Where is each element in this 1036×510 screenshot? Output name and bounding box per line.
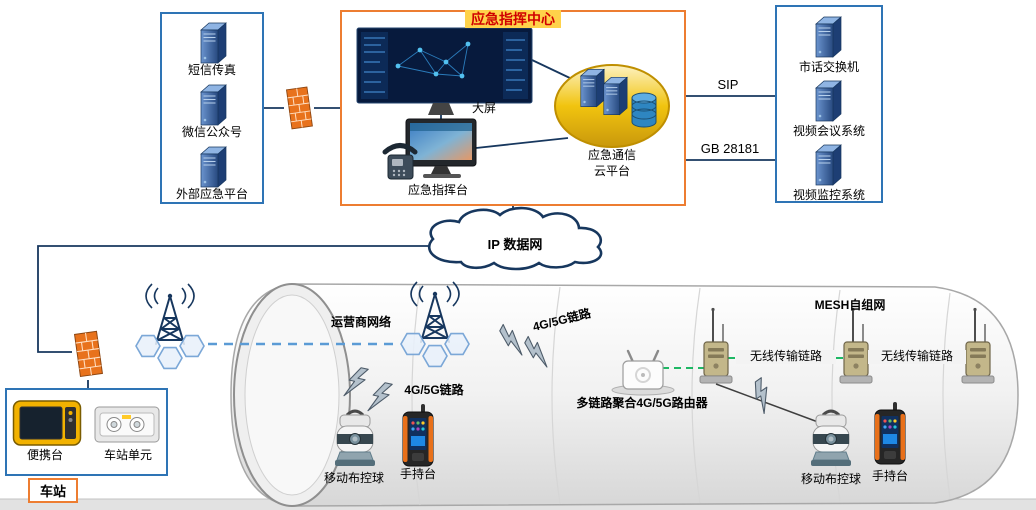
command-center-title-band: 应急指挥中心 [340,10,686,29]
cloud-platform [554,64,670,148]
firewall-icon-station [73,330,103,378]
station-tag: 车站 [28,478,79,503]
label-handheld-2: 手持台 [871,469,908,483]
label-big-screen: 大屏 [471,101,496,115]
ptz-camera-icon-1 [333,409,377,468]
mesh-to-camera-line [715,383,819,423]
label-video-surveillance: 视频监控系统 [792,188,865,202]
label-ptz-camera-1: 移动布控球 [323,471,384,485]
telephone-handset-icon [382,143,418,155]
handheld-radio-icon-2 [874,402,906,465]
ptz-camera-icon-2 [809,409,853,468]
label-ip-network: IP 数据网 [487,237,543,252]
label-ptz-camera-2: 移动布控球 [800,472,861,486]
cell-tower-icon-left [135,283,205,370]
label-wireless-link-1: 无线传输链路 [736,349,836,364]
big-screen-stand [428,103,454,115]
label-sms-fax: 短信传真 [187,63,236,77]
label-video-conference: 视频会议系统 [792,124,865,138]
station-group-box [5,388,168,476]
ip-network-cloud [427,206,603,271]
label-command-console: 应急指挥台 [407,183,468,197]
label-mesh-network: MESH自组网 [814,298,886,312]
label-station-unit: 车站单元 [103,448,152,462]
big-screen [356,27,533,115]
command-console [382,118,477,180]
label-carrier-network: 运营商网络 [330,315,391,329]
label-wireless-link-2: 无线传输链路 [868,349,966,364]
label-gb28181: GB 28181 [700,141,760,156]
label-4g5g-link-devices: 4G/5G链路 [404,383,464,397]
label-cloud-platform-line1: 应急通信 [587,148,636,162]
label-wechat-account: 微信公众号 [181,125,242,139]
command-center-title: 应急指挥中心 [465,10,561,28]
label-aggregation-router: 多链路聚合4G/5G路由器 [576,396,708,410]
storage-disks-icon [631,92,657,128]
firewall-icon-top [285,86,313,130]
connector-lines [37,59,775,389]
label-external-platform: 外部应急平台 [175,187,248,201]
label-handheld-1: 手持台 [399,467,436,481]
external-access-group-box [160,12,264,204]
handheld-radio-icon-1 [402,404,434,467]
label-cloud-platform-line2: 云平台 [593,164,630,178]
label-telephone-exchange: 市话交换机 [798,60,859,74]
city-systems-group-box [775,5,883,203]
label-sip: SIP [717,77,739,92]
label-portable-terminal: 便携台 [26,448,63,462]
